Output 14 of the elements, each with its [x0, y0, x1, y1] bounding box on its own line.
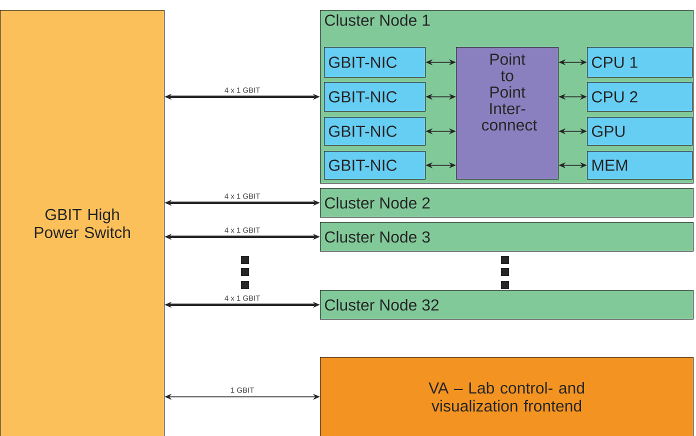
nic-box: GBIT-NIC — [324, 151, 426, 180]
nic-box: GBIT-NIC — [324, 117, 426, 146]
component-box: CPU 1 — [587, 47, 693, 78]
interconnect-box: Point to Point Inter- connect — [456, 47, 559, 180]
nic-box: GBIT-NIC — [324, 47, 426, 78]
component-box: CPU 2 — [587, 82, 693, 112]
cluster-node-box: Cluster Node 2 — [320, 188, 694, 218]
frontend-box: VA – Lab control- and visualization frontend — [320, 357, 694, 436]
cluster-node-box: Cluster Node 3 — [320, 222, 694, 252]
component-box: GPU — [587, 117, 693, 146]
cluster-node-box: Cluster Node 32 — [320, 290, 694, 320]
component-box: MEM — [587, 151, 693, 180]
switch-box: GBIT High Power Switch — [0, 10, 165, 436]
nic-box: GBIT-NIC — [324, 82, 426, 112]
